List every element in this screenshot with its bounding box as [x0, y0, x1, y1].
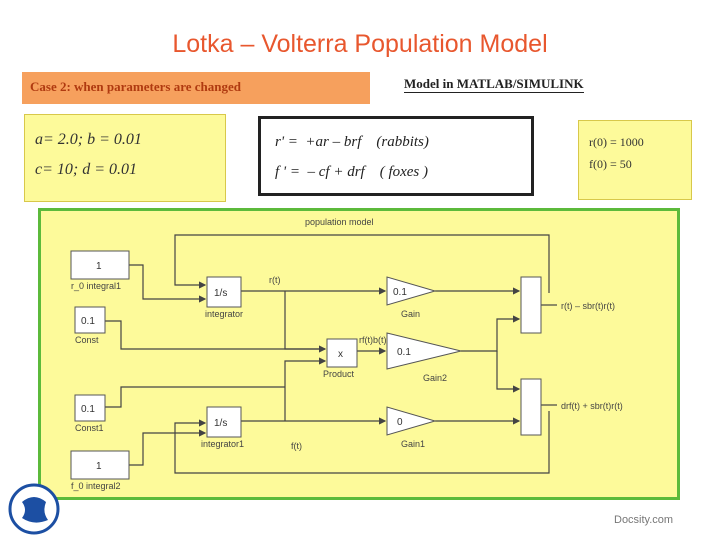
- initial-conditions-box: r(0) = 1000 f(0) = 50: [578, 120, 692, 200]
- equations-box: r' = +ar – brf (rabbits) f ' = – cf + dr…: [258, 116, 534, 196]
- block-gain-b[interactable]: 0.1 Gain2: [386, 332, 462, 383]
- block-r-initial-label: r_0 integral1: [71, 281, 121, 291]
- block-f-initial-symbol: 1: [96, 461, 102, 472]
- equation-foxes: f ' = – cf + drf ( foxes ): [275, 164, 429, 180]
- block-sum-f-label: drf(t) + sbr(t)r(t): [561, 401, 623, 411]
- block-const-a[interactable]: 0.1 Const: [74, 306, 106, 345]
- block-const-c[interactable]: 0.1 Const1: [74, 394, 106, 433]
- block-const-c-label: Const1: [75, 423, 104, 433]
- block-r-initial-symbol: 1: [96, 261, 102, 272]
- diagram-canvas: population model: [70, 217, 623, 491]
- signal-f-label: f(t): [291, 441, 302, 451]
- block-sum-r[interactable]: r(t) – sbr(t)r(t): [520, 276, 615, 334]
- block-sum-r-label: r(t) – sbr(t)r(t): [561, 301, 615, 311]
- block-gain-a-label: Gain: [401, 309, 420, 319]
- subsystem-label: population model: [305, 217, 374, 227]
- simulink-diagram: population model: [38, 208, 680, 500]
- signal-wires: [105, 234, 557, 474]
- block-const-c-symbol: 0.1: [81, 404, 95, 415]
- block-gain-b-label: Gain2: [423, 373, 447, 383]
- signal-r-label: r(t): [269, 275, 281, 285]
- block-gain-a-symbol: 0.1: [393, 287, 407, 298]
- block-f-initial[interactable]: 1 f_0 integral2: [70, 450, 130, 491]
- block-integrator-f-symbol: 1/s: [214, 418, 227, 429]
- block-gain-b-symbol: 0.1: [397, 347, 411, 358]
- block-integrator-r-symbol: 1/s: [214, 288, 227, 299]
- block-gain-a[interactable]: 0.1 Gain: [386, 276, 437, 319]
- initial-condition-f: f(0) = 50: [589, 157, 632, 171]
- watermark: Docsity.com: [614, 514, 674, 526]
- block-product-label: Product: [323, 369, 355, 379]
- parameters-line-2: c= 10; d = 0.01: [35, 161, 138, 178]
- parameters-box: a= 2.0; b = 0.01 c= 10; d = 0.01: [24, 114, 226, 202]
- block-integrator-f[interactable]: 1/s integrator1: [201, 406, 244, 449]
- block-r-initial[interactable]: 1 r_0 integral1: [70, 250, 130, 291]
- block-integrator-r[interactable]: 1/s integrator: [205, 276, 243, 319]
- block-product[interactable]: x Product: [323, 338, 358, 379]
- equation-rabbits: r' = +ar – brf (rabbits): [275, 134, 429, 150]
- block-gain-c[interactable]: 0 Gain1: [386, 406, 437, 449]
- university-logo-icon: [8, 483, 60, 535]
- parameters-line-1: a= 2.0; b = 0.01: [35, 131, 142, 148]
- block-product-symbol: x: [338, 349, 343, 360]
- block-integrator-r-label: integrator: [205, 309, 243, 319]
- block-const-a-label: Const: [75, 335, 99, 345]
- block-sum-f[interactable]: drf(t) + sbr(t)r(t): [520, 378, 623, 436]
- slide-title: Lotka – Volterra Population Model: [172, 30, 548, 58]
- block-gain-c-symbol: 0: [397, 417, 403, 428]
- model-label: Model in MATLAB/SIMULINK: [404, 76, 584, 93]
- block-const-a-symbol: 0.1: [81, 316, 95, 327]
- initial-condition-r: r(0) = 1000: [589, 135, 644, 149]
- case-banner: Case 2: when parameters are changed: [22, 72, 370, 104]
- block-gain-c-label: Gain1: [401, 439, 425, 449]
- block-f-initial-label: f_0 integral2: [71, 481, 121, 491]
- block-integrator-f-label: integrator1: [201, 439, 244, 449]
- signal-rf-label: rf(t)b(t): [359, 335, 387, 345]
